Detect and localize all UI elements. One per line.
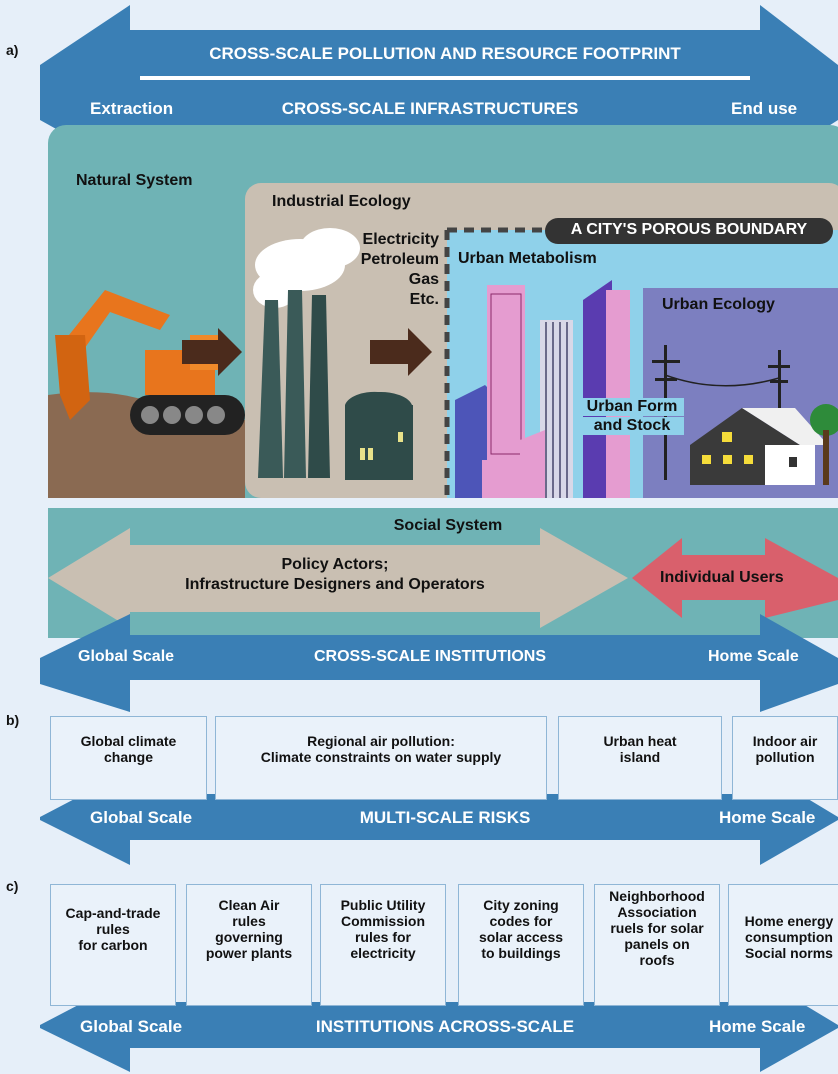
suburban-illustration	[652, 345, 838, 485]
extraction-label: Extraction	[90, 99, 174, 118]
institutions-double-arrow	[40, 614, 838, 712]
risk-text-urban-heat: Urban heat island	[603, 733, 677, 765]
institution-text-home-energy: Home energy consumption Social norms	[744, 913, 834, 961]
risk-box-indoor-air: Indoor air pollution	[732, 716, 838, 800]
footprint-arrow-label: CROSS-SCALE POLLUTION AND RESOURCE FOOTP…	[209, 44, 681, 63]
risk-box-urban-heat: Urban heat island	[558, 716, 722, 800]
risk-text-regional-air: Regional air pollution: Climate constrai…	[260, 733, 502, 765]
institution-text-public-utility: Public Utility Commission rules for elec…	[340, 897, 426, 961]
institution-box-city-zoning: City zoning codes for solar access to bu…	[458, 884, 584, 1006]
risks-center-label: MULTI-SCALE RISKS	[359, 808, 531, 827]
urban-ecology-label: Urban Ecology	[662, 296, 775, 313]
policy-actors-arrow	[48, 528, 628, 628]
energy-flow-electricity: Electricity	[362, 231, 439, 248]
institutions-scale-global: Global Scale	[80, 1017, 183, 1036]
city-buildings-illustration	[455, 280, 630, 498]
institution-text-city-zoning: City zoning codes for solar access to bu…	[478, 897, 564, 961]
institution-box-clean-air: Clean Air rules governing power plants	[186, 884, 312, 1006]
energy-flow-gas: Gas	[408, 271, 439, 288]
risk-box-global-climate: Global climate change	[50, 716, 207, 800]
individual-users-arrow	[632, 538, 838, 618]
policy-actors-label: Policy Actors;	[281, 556, 389, 573]
institution-box-neighborhood: Neighborhood Association ruels for solar…	[594, 884, 720, 1006]
panel-a-label: a)	[6, 42, 19, 58]
institutions-home-scale: Home Scale	[708, 648, 799, 665]
energy-flow-petroleum: Petroleum	[360, 251, 439, 268]
urban-metabolism-label: Urban Metabolism	[458, 250, 597, 267]
risk-text-global-climate: Global climate change	[80, 733, 177, 765]
porous-boundary-badge	[545, 218, 833, 244]
designers-operators-label: Infrastructure Designers and Operators	[185, 576, 485, 593]
industrial-ecology-label: Industrial Ecology	[272, 193, 411, 210]
infrastructures-label: CROSS-SCALE INFRASTRUCTURES	[281, 99, 579, 118]
institution-box-cap-and-trade: Cap-and-trade rules for carbon	[50, 884, 176, 1006]
flow-arrow-1	[182, 328, 242, 376]
institutions-center-label: CROSS-SCALE INSTITUTIONS	[313, 648, 546, 665]
institutions-scale-home: Home Scale	[709, 1017, 806, 1036]
end-use-label: End use	[731, 99, 798, 118]
flow-arrow-2	[370, 328, 432, 376]
energy-flow-etc: Etc.	[409, 291, 439, 308]
institution-text-cap-and-trade: Cap-and-trade rules for carbon	[65, 905, 161, 953]
risk-box-regional-air: Regional air pollution: Climate constrai…	[215, 716, 547, 800]
risks-home-scale: Home Scale	[719, 808, 816, 827]
institution-box-public-utility: Public Utility Commission rules for elec…	[320, 884, 446, 1006]
institution-text-clean-air: Clean Air rules governing power plants	[205, 897, 293, 961]
risks-global-scale: Global Scale	[90, 808, 193, 827]
natural-system-label: Natural System	[76, 172, 193, 189]
risks-double-arrow	[40, 770, 838, 865]
risk-text-indoor-air: Indoor air pollution	[752, 733, 818, 765]
panel-b-label: b)	[6, 712, 20, 728]
urban-form-label: Urban Form	[580, 398, 684, 416]
urban-stock-label: and Stock	[580, 417, 684, 435]
individual-users-label: Individual Users	[660, 569, 784, 586]
institution-text-neighborhood: Neighborhood Association ruels for solar…	[609, 888, 705, 968]
institutions-global-scale: Global Scale	[78, 648, 175, 665]
institution-box-home-energy: Home energy consumption Social norms	[728, 884, 838, 1006]
arrow-divider	[140, 76, 750, 80]
power-plant-illustration	[253, 228, 413, 480]
social-system-label: Social System	[393, 517, 503, 534]
institutions-scale-center: INSTITUTIONS ACROSS-SCALE	[315, 1017, 575, 1036]
panel-c-label: c)	[6, 878, 19, 894]
porous-boundary-label: A CITY'S POROUS BOUNDARY	[570, 221, 808, 238]
institutions-scale-double-arrow	[40, 978, 838, 1072]
